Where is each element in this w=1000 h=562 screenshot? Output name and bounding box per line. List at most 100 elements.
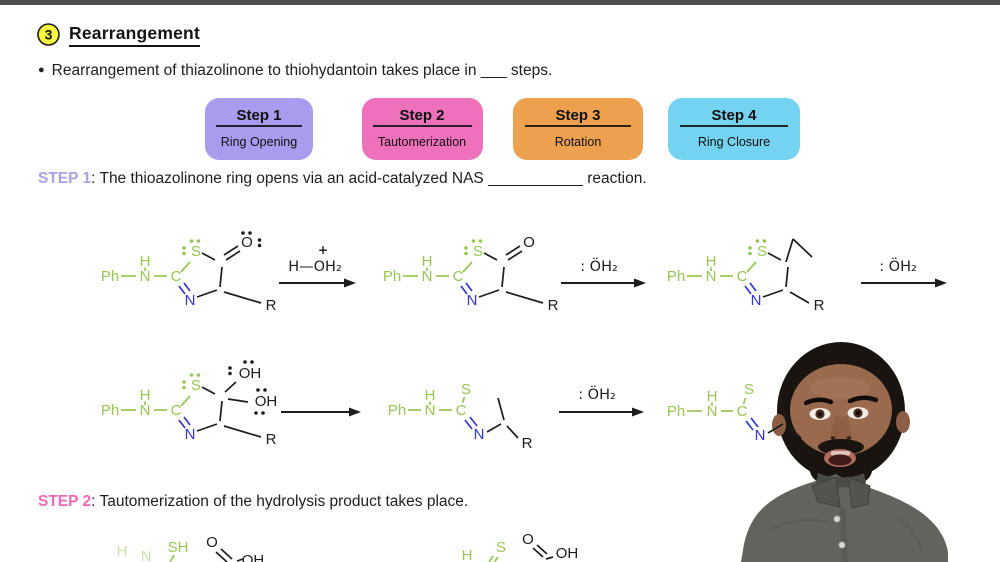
reaction-row-1: Ph H N C S N O R H—OH₂ + Ph <box>101 231 947 314</box>
atom-label: H <box>140 387 151 404</box>
step-card-4-title: Step 4 <box>711 107 757 124</box>
atom-label: N <box>706 268 717 285</box>
shirt-wrinkle <box>897 517 924 553</box>
step1-caption: STEP 1: The thioazolinone ring opens via… <box>38 170 647 188</box>
atom-label: OH <box>242 552 265 562</box>
eyebrow <box>847 395 879 404</box>
step-card-1-subtitle: Ring Opening <box>221 135 297 149</box>
step-cards-row: Step 1 Ring Opening Step 2 Tautomerizati… <box>205 98 800 160</box>
atom-label: O <box>241 234 253 251</box>
bullet-text: Rearrangement of thiazolinone to thiohyd… <box>51 62 553 79</box>
atom-label: Ph <box>388 402 406 419</box>
forehead-highlight <box>810 377 870 399</box>
section-number: 3 <box>45 27 53 43</box>
eyebrow <box>803 397 834 406</box>
pupil <box>817 411 823 417</box>
atom-label: N <box>185 292 196 309</box>
shirt-button <box>838 541 846 549</box>
atom-label: H <box>425 387 436 404</box>
mouth-opening <box>828 454 852 466</box>
atom-label: S <box>473 243 483 260</box>
structure-thione-acid-partial: H S O OH <box>462 531 579 562</box>
atom-label: S <box>744 381 754 398</box>
structure-protonated-thiazolinone: Ph H N C S N O R <box>383 234 559 314</box>
reaction-row-3-partial: H N SH O OH H S O OH <box>117 531 579 562</box>
atom-label: N <box>707 403 718 420</box>
structure-tetrahedral-ring: Ph H N C S N R <box>667 238 825 314</box>
structure-ring-opened: Ph H N C S N R <box>388 381 533 452</box>
atom-label: H <box>462 547 473 562</box>
arrow-reagent-label: H—OH₂ <box>288 259 342 275</box>
intro-bullet: ●Rearrangement of thiazolinone to thiohy… <box>38 62 552 80</box>
nostril <box>830 436 836 440</box>
atom-label: O <box>522 531 534 548</box>
section-title: Rearrangement <box>69 23 200 47</box>
collar-right <box>847 476 871 509</box>
atom-label: C <box>456 402 467 419</box>
atom-label: OH <box>556 545 579 562</box>
arrow-water-1: : ÖH₂ <box>561 257 646 288</box>
atom-label: Ph <box>667 268 685 285</box>
atom-label: N <box>755 427 766 444</box>
arrow-plain <box>281 407 361 417</box>
atom-label: S <box>191 377 201 394</box>
step2-label: STEP 2 <box>38 493 92 510</box>
step2-caption: STEP 2: Tautomerization of the hydrolysi… <box>38 493 468 511</box>
step-card-3-box <box>513 98 643 160</box>
presenter-person <box>741 342 948 562</box>
teeth <box>831 451 850 456</box>
section-heading: 3 Rearrangement <box>36 22 200 47</box>
atom-label: N <box>467 292 478 309</box>
atom-label: S <box>191 243 201 260</box>
arrow-water-2: : ÖH₂ <box>861 257 947 288</box>
step-card-3-subtitle: Rotation <box>555 135 602 149</box>
atom-label: S <box>496 539 506 556</box>
structure-gem-diol-ring: Ph H N C S N OH OH R <box>101 360 277 448</box>
structure-thiol-acid-partial: H N SH O OH <box>117 534 265 562</box>
atom-label: N <box>425 402 436 419</box>
atom-label: R <box>522 435 533 452</box>
atom-label: O <box>523 234 535 251</box>
atom-label: C <box>453 268 464 285</box>
step-card-4: Step 4 Ring Closure <box>668 98 800 160</box>
atom-label: SH <box>168 539 189 556</box>
step-card-1-box <box>205 98 313 160</box>
step-card-4-box <box>668 98 800 160</box>
atom-label: S <box>461 381 471 398</box>
atom-label: H <box>706 253 717 270</box>
section-number-badge: 3 <box>37 23 60 46</box>
step-card-3-title: Step 3 <box>555 107 600 124</box>
atom-label: Ph <box>101 402 119 419</box>
atom-label: OH <box>239 365 262 382</box>
atom-label: R <box>266 297 277 314</box>
step1-text: : The thioazolinone ring opens via an ac… <box>91 170 647 187</box>
atom-label: H <box>422 253 433 270</box>
atom-label: C <box>737 268 748 285</box>
presenter-ear <box>896 411 910 433</box>
atom-label: Ph <box>667 403 685 420</box>
presenter-video <box>741 342 948 562</box>
presenter-ear <box>772 414 786 436</box>
shirt-button <box>833 515 841 523</box>
atom-label: N <box>422 268 433 285</box>
step-card-2-box <box>362 98 483 160</box>
step-card-4-subtitle: Ring Closure <box>698 135 770 149</box>
atom-label: Ph <box>101 268 119 285</box>
atom-label: N <box>751 292 762 309</box>
arrow-water-3: : ÖH₂ <box>559 385 644 417</box>
step-card-2-subtitle: Tautomerization <box>378 135 466 149</box>
reaction-row-2: Ph H N C S N OH OH R Ph <box>101 360 644 452</box>
atom-label: N <box>185 426 196 443</box>
step1-label: STEP 1 <box>38 170 92 187</box>
step2-text: : Tautomerization of the hydrolysis prod… <box>91 493 469 510</box>
atom-label: N <box>474 426 485 443</box>
atom-label: S <box>757 243 767 260</box>
atom-label: C <box>171 268 182 285</box>
atom-label: H <box>707 388 718 405</box>
arrow-hydronium: H—OH₂ + <box>279 243 356 288</box>
structure-ring-opened-overlay: Ph H N C S N <box>667 381 802 444</box>
nose <box>830 415 852 441</box>
atom-label: Ph <box>383 268 401 285</box>
structure-ring-opened-2: Ph H N C S N <box>667 381 802 444</box>
